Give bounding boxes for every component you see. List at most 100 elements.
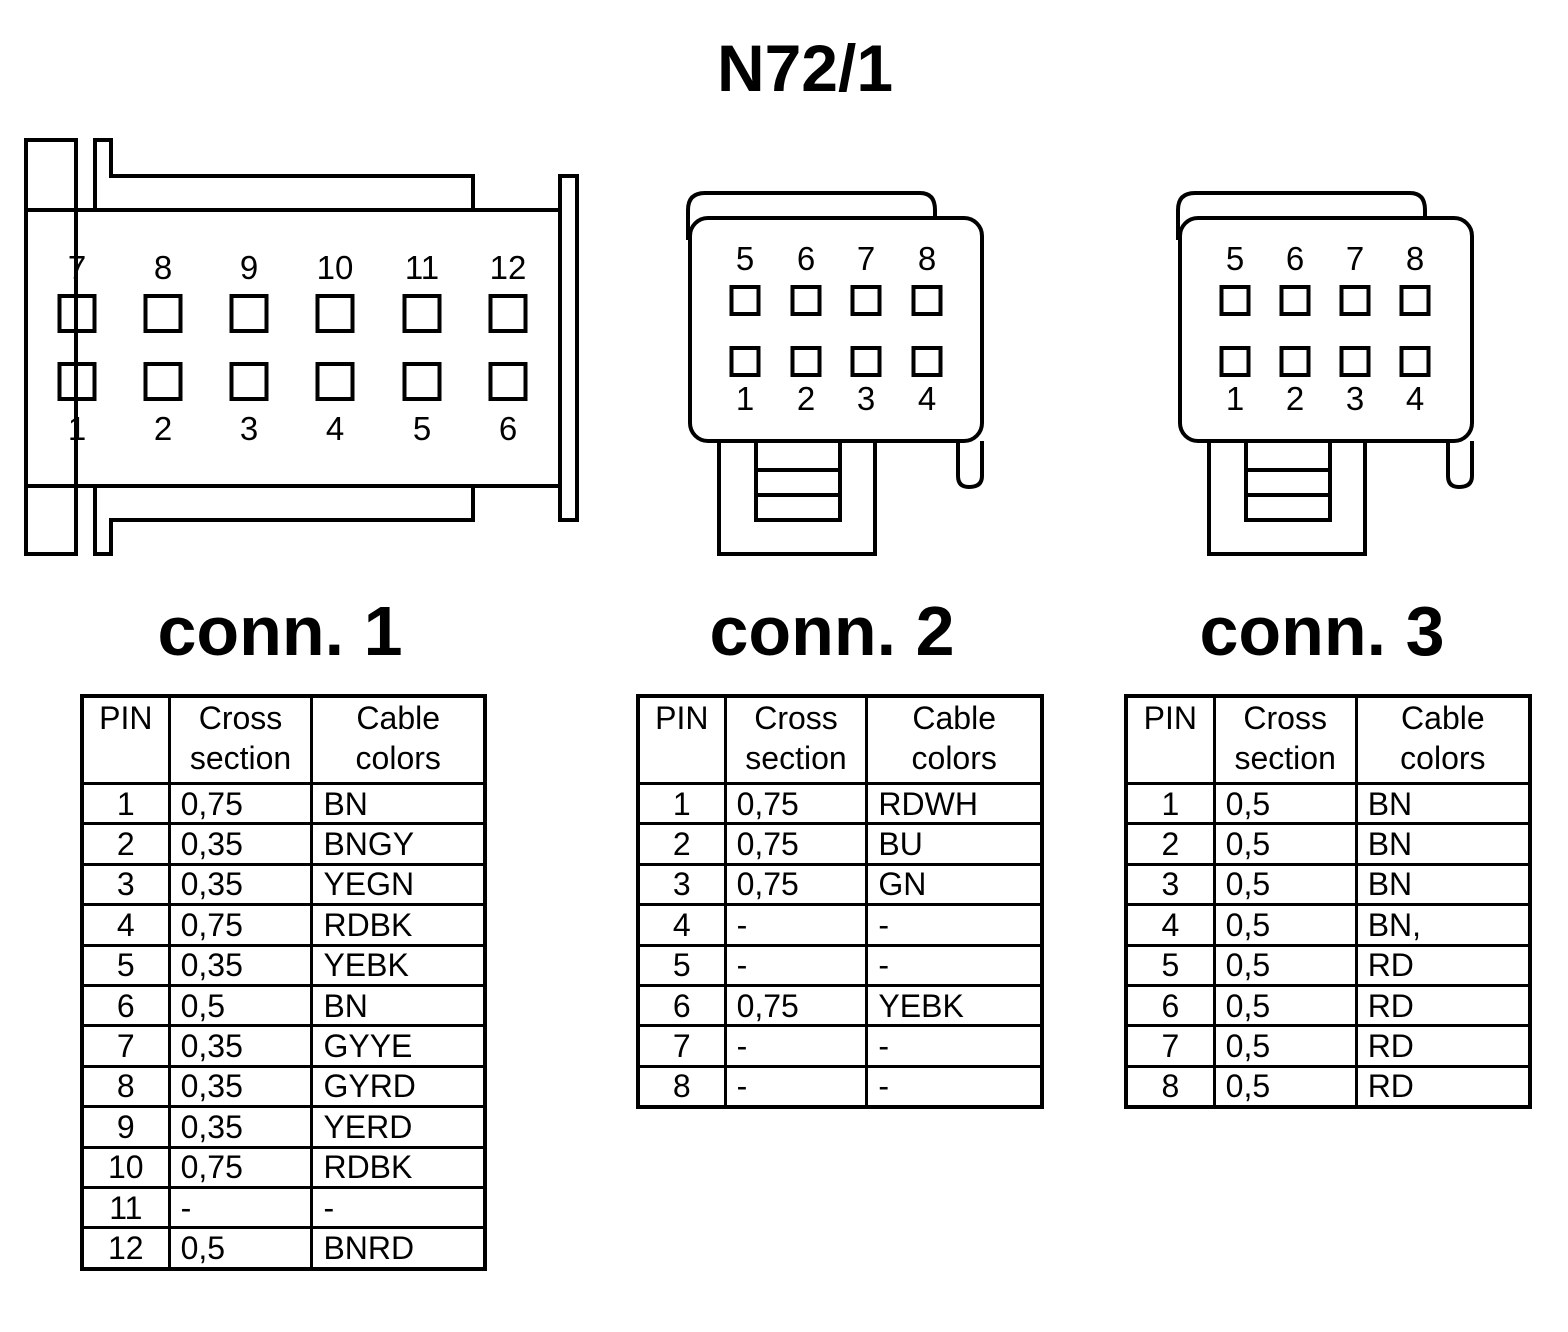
pin-number-label: 1 [736,380,754,417]
pin-number-label: 6 [499,410,517,447]
cable-colors-header-line-2: colors [355,740,441,776]
cable-color-cell: GN [865,862,1044,907]
cable-color-cell: RD [1354,983,1532,1028]
pin-socket [729,285,761,316]
cable-color-cell: YEBK [310,943,487,987]
pin-cell: 4 [636,903,727,947]
cross-section-cell: 0,5 [1212,822,1358,866]
pin-cell: 2 [636,822,727,866]
cable-color-cell: - [865,903,1044,947]
pin-number-label: 2 [1286,380,1304,417]
pin-socket [57,294,97,333]
pin-socket [790,346,822,377]
cable-colors-header-line-1: Cable [1401,700,1485,736]
cross-section-cell: 0,5 [1212,862,1358,907]
pin-socket [1339,346,1371,377]
cross-section-cell: 0,35 [167,822,314,866]
table-row: 8-- [636,1064,1044,1109]
diagram-title: N72/1 [716,31,894,105]
pin-socket [1339,285,1371,316]
cross-section-header: Cross section [723,694,869,785]
cross-section-header-line-2: section [189,740,292,776]
pin-socket [315,294,355,333]
pin-cell: 9 [80,1105,171,1149]
pin-cell: 7 [80,1024,171,1068]
pin-number-label: 2 [154,410,172,447]
cable-color-cell: GYYE [310,1024,487,1068]
pin-cell: 7 [1124,1024,1216,1068]
cross-section-cell: 0,75 [723,983,869,1028]
cross-section-header-line-1: Cross [1243,700,1327,736]
pin-cell: 8 [636,1064,727,1109]
cross-section-header-line-2: section [745,740,847,776]
cross-section-cell: 0,5 [1212,943,1358,987]
pin-socket [229,294,269,333]
table-row: 4-- [636,903,1044,947]
pin-cell: 4 [80,903,171,947]
cross-section-cell: - [723,1064,869,1109]
cross-section-cell: 0,35 [167,1024,314,1068]
cable-colors-header-line-1: Cable [912,700,996,736]
pin-number-label: 11 [405,249,439,286]
cross-section-cell: 0,75 [167,903,314,947]
pin-cell: 6 [1124,983,1216,1028]
pin-cell: 7 [636,1024,727,1068]
pin-cell: 5 [1124,943,1216,987]
cable-color-cell: RDWH [865,781,1044,826]
cable-color-cell: BN [310,983,487,1028]
table-row: 7-- [636,1024,1044,1068]
pin-number-label: 8 [918,240,936,277]
pin-cell: 5 [636,943,727,987]
cable-color-cell: - [865,1064,1044,1109]
pin-socket [402,362,442,401]
pin-cell: 1 [636,781,727,826]
pin-number-label: 7 [68,249,86,286]
cable-color-cell: YEBK [865,983,1044,1028]
pin-number-label: 8 [1406,240,1424,277]
pin-socket [1279,346,1311,377]
pin-number-label: 3 [1346,380,1364,417]
pin-header: PIN [80,694,171,785]
cross-section-cell: - [723,1024,869,1068]
cable-colors-header: Cable colors [1354,694,1532,785]
pin-header: PIN [636,694,727,785]
pin-cell: 4 [1124,903,1216,947]
cross-section-cell: 0,5 [167,1226,314,1271]
cross-section-cell: 0,5 [1212,903,1358,947]
cross-section-cell: 0,5 [167,983,314,1028]
pin-number-label: 12 [490,249,527,286]
cable-color-cell: BN, [1354,903,1532,947]
pin-cell: 2 [80,822,171,866]
pin-cell: 12 [80,1226,171,1271]
pin-cell: 8 [1124,1064,1216,1109]
cable-color-cell: YEGN [310,862,487,907]
connector-2-label: conn. 2 [709,592,955,670]
cable-color-cell: BNRD [310,1226,487,1271]
cable-colors-header-line-2: colors [911,740,997,776]
pin-number-label: 1 [68,410,86,447]
connector-3-label: conn. 3 [1199,592,1445,670]
pin-socket [488,362,528,401]
cross-section-header-line-2: section [1234,740,1336,776]
pin-cell: 11 [80,1185,171,1230]
cross-section-header: Cross section [1212,694,1358,785]
pin-number-label: 6 [797,240,815,277]
pin-cell: 2 [1124,822,1216,866]
cross-section-cell: 0,5 [1212,1064,1358,1109]
cross-section-cell: 0,35 [167,862,314,907]
pin-socket [729,346,761,377]
pin-socket [315,362,355,401]
